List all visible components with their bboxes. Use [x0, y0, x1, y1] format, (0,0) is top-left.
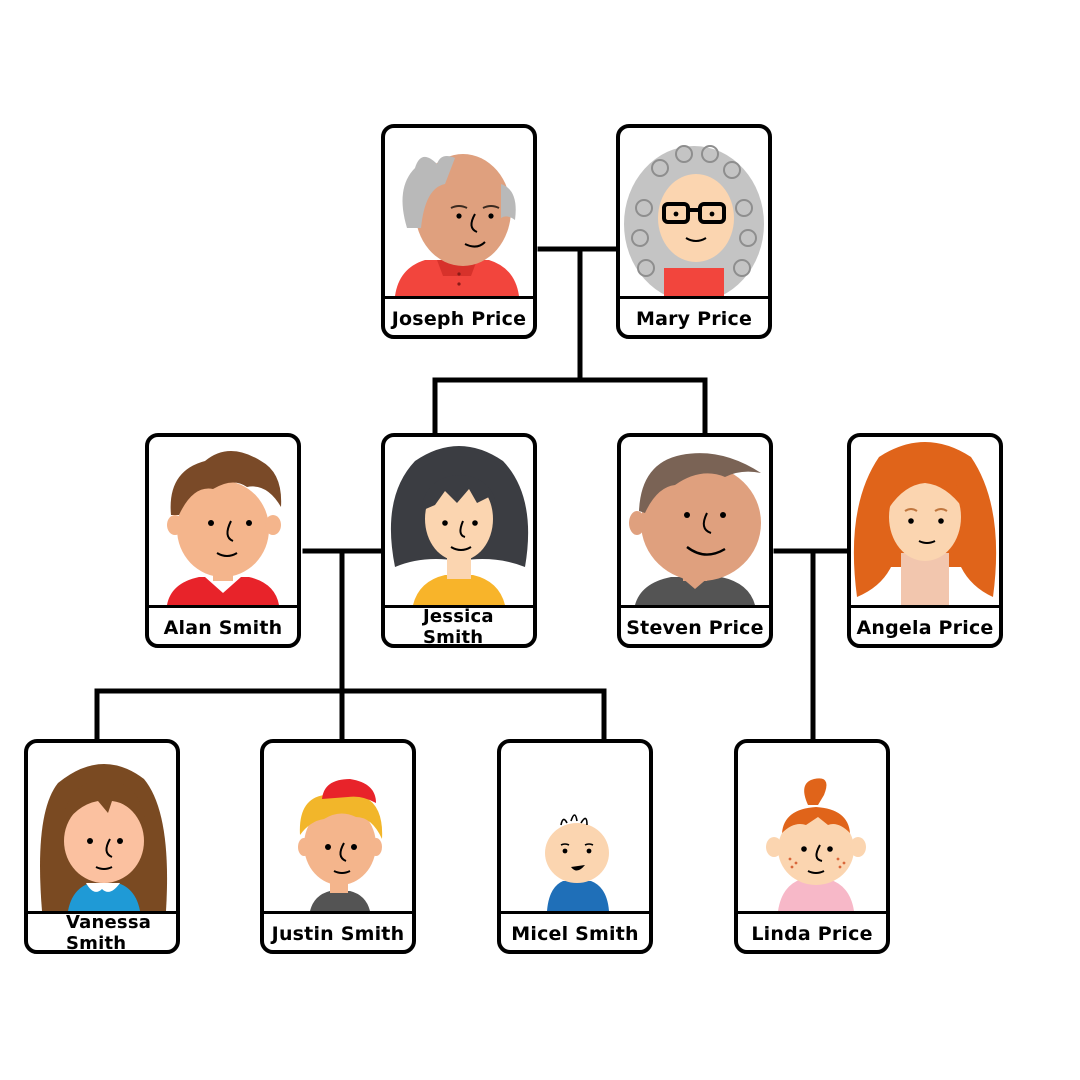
card-divider: [620, 296, 768, 299]
name-second-line: Smith: [423, 627, 484, 648]
man-avatar: [621, 437, 769, 605]
card-divider: [149, 605, 297, 608]
person-card-micel-smith: Micel Smith: [497, 739, 653, 954]
person-card-joseph-price: Joseph Price: [381, 124, 537, 339]
card-divider: [738, 911, 886, 914]
name-first-line: Jessica: [423, 606, 494, 627]
card-divider: [385, 605, 533, 608]
card-divider: [385, 296, 533, 299]
woman-avatar: [385, 437, 533, 605]
person-card-angela-price: Angela Price: [847, 433, 1003, 648]
person-name: Steven Price: [626, 617, 764, 639]
card-divider: [851, 605, 999, 608]
card-divider: [501, 911, 649, 914]
person-name: Alan Smith: [163, 617, 283, 639]
person-card-steven-price: Steven Price: [617, 433, 773, 648]
person-card-mary-price: Mary Price: [616, 124, 772, 339]
person-name: Joseph Price: [391, 308, 527, 330]
boy-avatar: [264, 743, 412, 911]
person-name: Mary Price: [635, 308, 753, 330]
name-second-line: Smith: [66, 933, 127, 954]
elderly-man-avatar: [385, 128, 533, 296]
person-name: Micel Smith: [511, 923, 639, 945]
person-name: Angela Price: [856, 617, 994, 639]
woman-avatar: [851, 437, 999, 605]
card-divider: [621, 605, 769, 608]
person-name: Justin Smith: [271, 923, 405, 945]
person-card-justin-smith: Justin Smith: [260, 739, 416, 954]
elderly-woman-avatar: [620, 128, 768, 296]
girl-avatar: [28, 743, 176, 911]
person-name: Linda Price: [751, 923, 873, 945]
girl-avatar: [738, 743, 886, 911]
person-card-alan-smith: Alan Smith: [145, 433, 301, 648]
man-avatar: [149, 437, 297, 605]
baby-avatar: [501, 743, 649, 911]
card-divider: [264, 911, 412, 914]
person-card-linda-price: Linda Price: [734, 739, 890, 954]
card-divider: [28, 911, 176, 914]
name-first-line: Vanessa: [66, 912, 152, 933]
